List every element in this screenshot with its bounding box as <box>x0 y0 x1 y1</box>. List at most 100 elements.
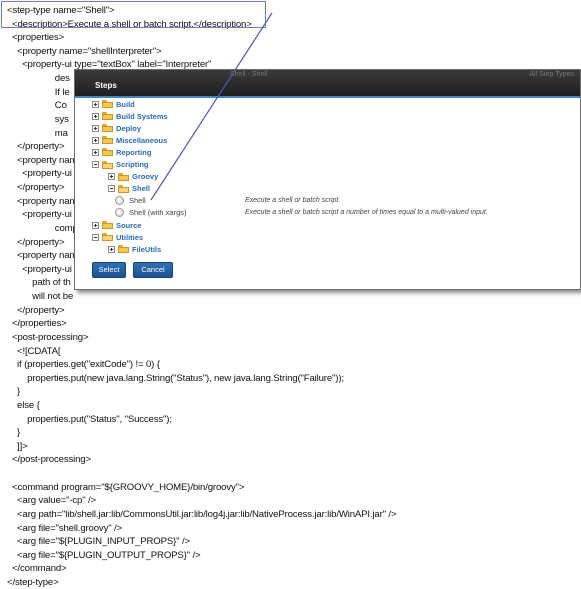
code-line: will not be <box>7 291 74 303</box>
code-line: <arg file="${PLUGIN_OUTPUT_PROPS}" /> <box>7 549 201 561</box>
code-line: <property name <box>7 250 83 262</box>
code-line: </step-type> <box>7 577 59 589</box>
collapse-icon[interactable] <box>108 185 115 193</box>
code-line: </property> <box>7 182 65 194</box>
code-line: </property> <box>7 141 65 153</box>
code-line: <step-type name="Shell"> <box>7 5 115 16</box>
tree-node[interactable]: FileUtils <box>108 243 161 255</box>
tree-node-label[interactable]: Groovy <box>132 172 159 182</box>
tree-node[interactable]: Groovy <box>108 171 158 183</box>
cancel-button[interactable]: Cancel <box>133 262 173 278</box>
expand-icon[interactable] <box>108 245 115 253</box>
tree-node[interactable]: Source <box>92 219 141 231</box>
code-line: <property-ui t <box>7 168 77 180</box>
step-label: Shell <box>129 196 146 206</box>
folder-open-icon <box>102 160 113 169</box>
folder-icon <box>102 148 113 157</box>
collapse-icon[interactable] <box>92 161 99 168</box>
code-line: path of th <box>7 277 71 289</box>
dialog-titlebar[interactable]: Shell - Shell All Step Types Steps <box>75 70 580 98</box>
code-line: <property name <box>7 154 83 166</box>
code-line: des <box>7 73 70 85</box>
tree-node-label[interactable]: Source <box>116 220 142 230</box>
code-line: </properties> <box>7 318 67 330</box>
folder-icon <box>102 112 113 121</box>
expand-icon[interactable] <box>92 112 99 120</box>
tree-node[interactable]: Shell <box>108 183 150 195</box>
code-line: complete <box>7 222 93 234</box>
tree-node[interactable]: Deploy <box>92 122 141 134</box>
code-line: <arg file="shell.groovy" /> <box>7 522 122 534</box>
steps-dialog: Shell - Shell All Step Types Steps Build… <box>74 69 581 290</box>
code-line: if (properties.get("exitCode") != 0) { <box>7 359 160 371</box>
tree-leaf-step[interactable]: Shell (with xargs) <box>115 207 187 219</box>
tree-node[interactable]: Build Systems <box>92 110 168 122</box>
folder-icon <box>118 245 129 254</box>
expand-icon[interactable] <box>108 173 115 181</box>
code-line: <post-processing> <box>7 331 89 343</box>
code-line: <![CDATA[ <box>7 345 61 357</box>
code-line: <arg path="lib/shell.jar:lib/CommonsUtil… <box>7 508 397 520</box>
code-line: } <box>7 427 21 439</box>
folder-icon <box>102 136 113 145</box>
folder-icon <box>102 100 113 108</box>
tree-node-label[interactable]: Scripting <box>116 160 149 169</box>
tree-node-label[interactable]: Miscellaneous <box>116 135 168 145</box>
tree-node-label[interactable]: Build Systems <box>116 111 168 121</box>
select-button[interactable]: Select <box>92 262 126 278</box>
code-line: ma <box>7 127 68 139</box>
tree-node-label[interactable]: Shell <box>132 184 150 194</box>
expand-icon[interactable] <box>92 100 99 108</box>
code-line: } <box>7 386 21 398</box>
code-line: <property name <box>7 195 83 207</box>
expand-icon[interactable] <box>92 148 99 156</box>
code-line: </property> <box>7 236 65 248</box>
code-line: <arg value="-cp" /> <box>7 495 96 507</box>
code-line: <properties> <box>7 32 65 44</box>
code-line: </post-processing> <box>7 454 91 466</box>
tree-node-label[interactable]: Reporting <box>116 147 152 157</box>
code-line: If le <box>7 86 70 98</box>
code-line: Co <box>7 100 67 112</box>
tree-node[interactable]: Miscellaneous <box>92 134 167 146</box>
collapse-icon[interactable] <box>92 233 99 241</box>
tree-node[interactable]: Utilities <box>92 231 143 243</box>
folder-open-icon <box>102 233 113 242</box>
code-line: ]]> <box>7 440 28 452</box>
code-line: <property-ui t <box>7 263 77 275</box>
folder-open-icon <box>118 184 129 193</box>
folder-icon <box>118 172 129 181</box>
step-description: Execute a shell or batch script a number… <box>245 208 488 216</box>
code-line: <property name="shellInterpreter"> <box>7 45 162 57</box>
tree-node-label[interactable]: FileUtils <box>132 244 162 254</box>
folder-icon <box>102 124 113 133</box>
background-window-title: Shell - Shell <box>230 71 268 78</box>
folder-icon <box>102 221 113 229</box>
tree-node[interactable]: Scripting <box>92 159 149 171</box>
tree-node[interactable]: Reporting <box>92 146 151 158</box>
code-line: <command program="${GROOVY_HOME}/bin/gro… <box>7 481 245 493</box>
expand-icon[interactable] <box>92 221 99 229</box>
tree-leaf-step[interactable]: Shell <box>115 195 146 207</box>
tree-node-label[interactable]: Utilities <box>116 232 144 242</box>
code-line: sys <box>7 113 69 125</box>
tree-node-label[interactable]: Deploy <box>116 123 142 133</box>
step-radio-icon[interactable] <box>115 208 124 218</box>
expand-icon[interactable] <box>92 136 99 144</box>
step-radio-icon[interactable] <box>115 196 124 206</box>
dialog-title: Steps <box>95 81 117 90</box>
code-line: </property> <box>7 304 65 316</box>
highlight-box <box>1 1 266 28</box>
step-description: Execute a shell or batch script. <box>245 196 341 204</box>
tree-node-label[interactable]: Build <box>116 99 135 109</box>
code-line: <arg file="${PLUGIN_INPUT_PROPS}" /> <box>7 536 190 548</box>
code-line: </command> <box>7 563 67 575</box>
code-line: <property-ui t <box>7 209 77 221</box>
code-line: properties.put("Status", "Success"); <box>7 413 172 425</box>
code-line: properties.put(new java.lang.String("Sta… <box>7 372 344 384</box>
code-line: else { <box>7 399 40 411</box>
tree-node[interactable]: Build <box>92 98 135 110</box>
expand-icon[interactable] <box>92 124 99 132</box>
step-label: Shell (with xargs) <box>129 208 187 218</box>
